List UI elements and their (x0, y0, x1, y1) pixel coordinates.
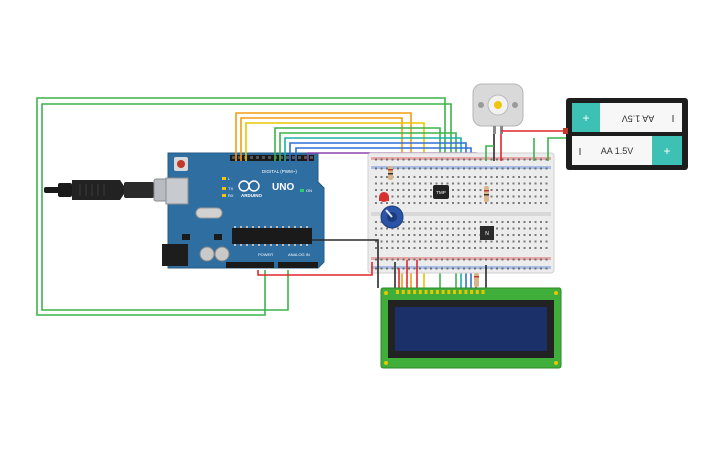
usb-cable (44, 178, 187, 202)
power-wires[interactable] (485, 130, 568, 161)
battery-cell-2: I AA 1.5V + (572, 136, 682, 165)
l-led (222, 177, 226, 180)
on-led (300, 189, 304, 192)
battery-cell-1-minus: I (672, 114, 675, 125)
crystal (195, 207, 223, 219)
battery-cell-1-label: AA 1.5V (622, 114, 655, 124)
small-ic-2 (214, 234, 222, 240)
lcd-16x2[interactable] (380, 287, 562, 369)
reset-button-cap[interactable] (177, 160, 185, 168)
tx-label: TX (228, 186, 233, 191)
red-led[interactable] (379, 192, 389, 202)
arduino-logo: ARDUINO (238, 180, 262, 198)
battery-pack[interactable]: + AA 1.5V I I AA 1.5V + (563, 98, 688, 170)
atmega-chip (232, 228, 312, 244)
battery-cell-1-plus: + (582, 111, 589, 125)
digital-header-label: DIGITAL (PWM~) (262, 169, 297, 174)
power-header-label: POWER (258, 252, 273, 257)
small-ic-1 (182, 234, 190, 240)
resistor-3[interactable] (474, 273, 479, 287)
npn-transistor[interactable]: N (480, 226, 494, 240)
usb-jack (165, 177, 189, 205)
tx-led (222, 187, 226, 190)
transistor-label: N (485, 231, 489, 237)
analog-header-label: ANALOG IN (288, 252, 310, 257)
analog-header[interactable] (278, 262, 318, 268)
temperature-sensor-label: TMP (436, 190, 446, 195)
battery-cell-1: + AA 1.5V I (572, 103, 682, 132)
resistor-2[interactable] (484, 186, 489, 202)
lcd-pin-header (396, 290, 485, 294)
on-label: ON (306, 188, 312, 193)
resistor-1[interactable] (388, 166, 393, 180)
rx-label: RX (228, 193, 234, 198)
battery-cell-2-minus: I (579, 147, 582, 158)
battery-cell-2-label: AA 1.5V (601, 146, 634, 156)
arduino-brand: ARDUINO (241, 193, 262, 198)
digital-header[interactable] (230, 155, 314, 161)
l-led-label: L (228, 176, 231, 181)
rx-led (222, 194, 226, 197)
power-jack (162, 244, 188, 266)
breadboard-holes (375, 158, 548, 270)
dc-motor[interactable] (472, 83, 524, 134)
green-loop-wires[interactable] (36, 97, 452, 316)
lcd-screen (395, 307, 547, 351)
capacitor-2 (214, 246, 230, 262)
battery-cell-2-plus: + (663, 144, 670, 158)
arduino-uno-board[interactable]: DIGITAL (PWM~) L TX RX ON ARDUINO UNO PO… (162, 152, 325, 269)
arduino-model: UNO (272, 182, 294, 193)
arduino-power-wires[interactable] (257, 239, 487, 288)
power-header[interactable] (226, 262, 274, 268)
temperature-sensor[interactable]: TMP (433, 185, 449, 199)
capacitor-1 (199, 246, 215, 262)
breadboard[interactable] (367, 152, 555, 274)
potentiometer[interactable] (380, 205, 404, 229)
